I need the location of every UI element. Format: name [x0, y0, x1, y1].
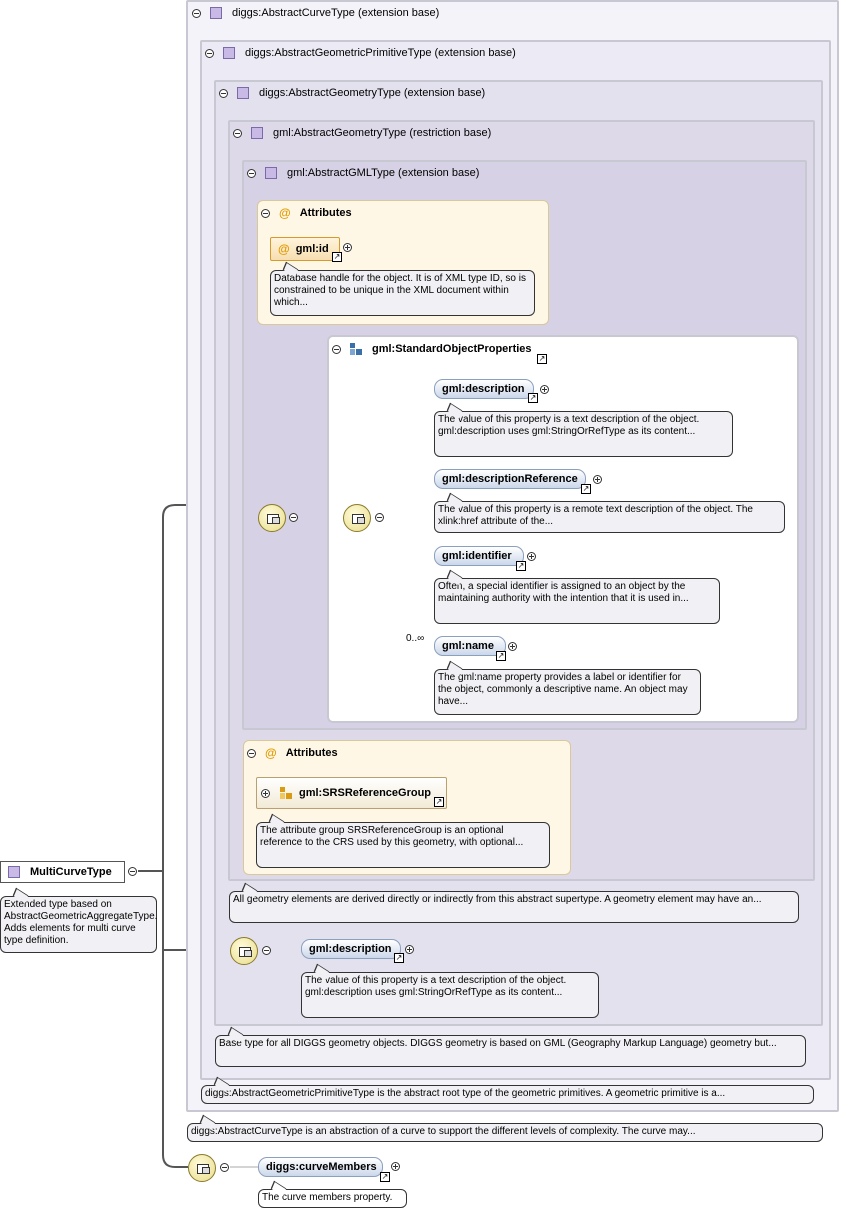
- element-name: gml:description: [309, 943, 392, 955]
- collapse-icon[interactable]: [233, 128, 242, 138]
- link-icon[interactable]: ↗: [496, 651, 506, 661]
- attribute-description: Database handle for the object. It is of…: [270, 270, 535, 316]
- expand-icon[interactable]: [343, 243, 352, 252]
- sequence-compositor-icon[interactable]: [188, 1154, 216, 1182]
- base-description: Base type for all DIGGS geometry objects…: [215, 1035, 806, 1067]
- complex-type-icon: [8, 866, 20, 878]
- element-name: gml:name: [442, 640, 494, 652]
- attribute-name: gml:id: [295, 243, 329, 255]
- base-description: diggs:AbstractGeometricPrimitiveType is …: [201, 1085, 814, 1104]
- attributes-title: Attributes: [299, 207, 352, 219]
- base-description: diggs:AbstractCurveType is an abstractio…: [187, 1123, 823, 1142]
- group-icon: [350, 343, 362, 355]
- link-icon[interactable]: ↗: [516, 561, 526, 571]
- link-icon[interactable]: ↗: [332, 252, 342, 262]
- expand-icon[interactable]: [261, 788, 270, 798]
- complex-type-icon: [223, 47, 235, 59]
- collapse-icon[interactable]: [219, 88, 228, 98]
- attributes-title: Attributes: [285, 747, 338, 759]
- element-name: diggs:curveMembers: [266, 1161, 377, 1173]
- link-icon[interactable]: ↗: [537, 354, 547, 364]
- base-label: gml:AbstractGMLType (extension base): [287, 167, 480, 179]
- expand-icon[interactable]: [527, 552, 536, 561]
- base-diggs-abstract-geometry-type-header[interactable]: diggs:AbstractGeometryType (extension ba…: [219, 87, 485, 99]
- collapse-icon[interactable]: [205, 48, 214, 58]
- element-description: Often, a special identifier is assigned …: [434, 578, 720, 624]
- attributes-header[interactable]: @ Attributes: [261, 206, 352, 220]
- link-icon[interactable]: ↗: [394, 953, 404, 963]
- complex-type-icon: [237, 87, 249, 99]
- occurrence-label: 0..∞: [406, 633, 425, 644]
- element-description: The value of this property is a text des…: [434, 411, 733, 457]
- complex-type-icon: [210, 7, 222, 19]
- element-gml-description-reference[interactable]: gml:descriptionReference: [434, 469, 586, 489]
- collapse-icon[interactable]: [332, 344, 341, 354]
- collapse-icon[interactable]: [262, 946, 271, 955]
- sequence-compositor-icon[interactable]: [258, 504, 286, 532]
- expand-icon[interactable]: [540, 385, 549, 394]
- collapse-icon[interactable]: [247, 168, 256, 178]
- element-name: gml:description: [442, 383, 525, 395]
- geometry-attributes-header[interactable]: @ Attributes: [247, 746, 338, 760]
- attribute-group-srs-reference-group[interactable]: gml:SRSReferenceGroup: [256, 777, 447, 809]
- sequence-compositor-icon[interactable]: [230, 937, 258, 965]
- link-icon[interactable]: ↗: [380, 1172, 390, 1182]
- sequence-compositor-icon[interactable]: [343, 504, 371, 532]
- base-label: gml:AbstractGeometryType (restriction ba…: [273, 127, 492, 139]
- element-description: The value of this property is a text des…: [301, 972, 599, 1018]
- element-description: The curve members property.: [258, 1189, 407, 1208]
- attribute-group-name: gml:SRSReferenceGroup: [299, 787, 432, 799]
- expand-icon[interactable]: [391, 1162, 400, 1171]
- element-gml-name[interactable]: gml:name: [434, 636, 506, 656]
- collapse-icon[interactable]: [247, 748, 256, 758]
- collapse-icon[interactable]: [375, 513, 384, 522]
- attribute-group-icon: [280, 787, 292, 799]
- base-abstract-geometric-primitive-type-header[interactable]: diggs:AbstractGeometricPrimitiveType (ex…: [205, 47, 516, 59]
- collapse-icon[interactable]: [128, 867, 137, 876]
- standard-object-properties-header[interactable]: gml:StandardObjectProperties: [332, 343, 532, 355]
- collapse-icon[interactable]: [289, 513, 298, 522]
- group-name: gml:StandardObjectProperties: [372, 343, 532, 355]
- complex-type-icon: [265, 167, 277, 179]
- attribute-icon: @: [279, 206, 291, 220]
- link-icon[interactable]: ↗: [528, 393, 538, 403]
- root-type-multicurve[interactable]: MultiCurveType: [0, 861, 125, 883]
- collapse-icon[interactable]: [192, 8, 201, 18]
- element-gml-identifier[interactable]: gml:identifier: [434, 546, 524, 566]
- element-gml-description[interactable]: gml:description: [301, 939, 401, 959]
- attribute-group-description: The attribute group SRSReferenceGroup is…: [256, 822, 550, 868]
- root-type-name: MultiCurveType: [30, 866, 112, 878]
- attribute-icon: @: [278, 242, 290, 256]
- collapse-icon[interactable]: [261, 208, 270, 218]
- element-name: gml:identifier: [442, 550, 512, 562]
- expand-icon[interactable]: [593, 475, 602, 484]
- expand-icon[interactable]: [405, 945, 414, 954]
- base-label: diggs:AbstractGeometryType (extension ba…: [259, 87, 486, 99]
- element-description: The value of this property is a remote t…: [434, 501, 785, 533]
- element-gml-description[interactable]: gml:description: [434, 379, 534, 399]
- link-icon[interactable]: ↗: [581, 484, 591, 494]
- base-gml-abstract-gml-type-header[interactable]: gml:AbstractGMLType (extension base): [247, 167, 479, 179]
- expand-icon[interactable]: [508, 642, 517, 651]
- link-icon[interactable]: ↗: [434, 797, 444, 807]
- attribute-gml-id[interactable]: @ gml:id: [270, 237, 340, 261]
- base-abstract-curve-type-header[interactable]: diggs:AbstractCurveType (extension base): [192, 7, 439, 19]
- complex-type-icon: [251, 127, 263, 139]
- base-gml-abstract-geometry-type-header[interactable]: gml:AbstractGeometryType (restriction ba…: [233, 127, 491, 139]
- base-description: All geometry elements are derived direct…: [229, 891, 799, 923]
- element-diggs-curve-members[interactable]: diggs:curveMembers: [258, 1157, 383, 1177]
- attribute-icon: @: [265, 746, 277, 760]
- base-label: diggs:AbstractCurveType (extension base): [232, 7, 440, 19]
- element-description: The gml:name property provides a label o…: [434, 669, 701, 715]
- root-type-description: Extended type based on AbstractGeometric…: [0, 896, 157, 953]
- collapse-icon[interactable]: [220, 1163, 229, 1172]
- element-name: gml:descriptionReference: [442, 473, 578, 485]
- base-label: diggs:AbstractGeometricPrimitiveType (ex…: [245, 47, 516, 59]
